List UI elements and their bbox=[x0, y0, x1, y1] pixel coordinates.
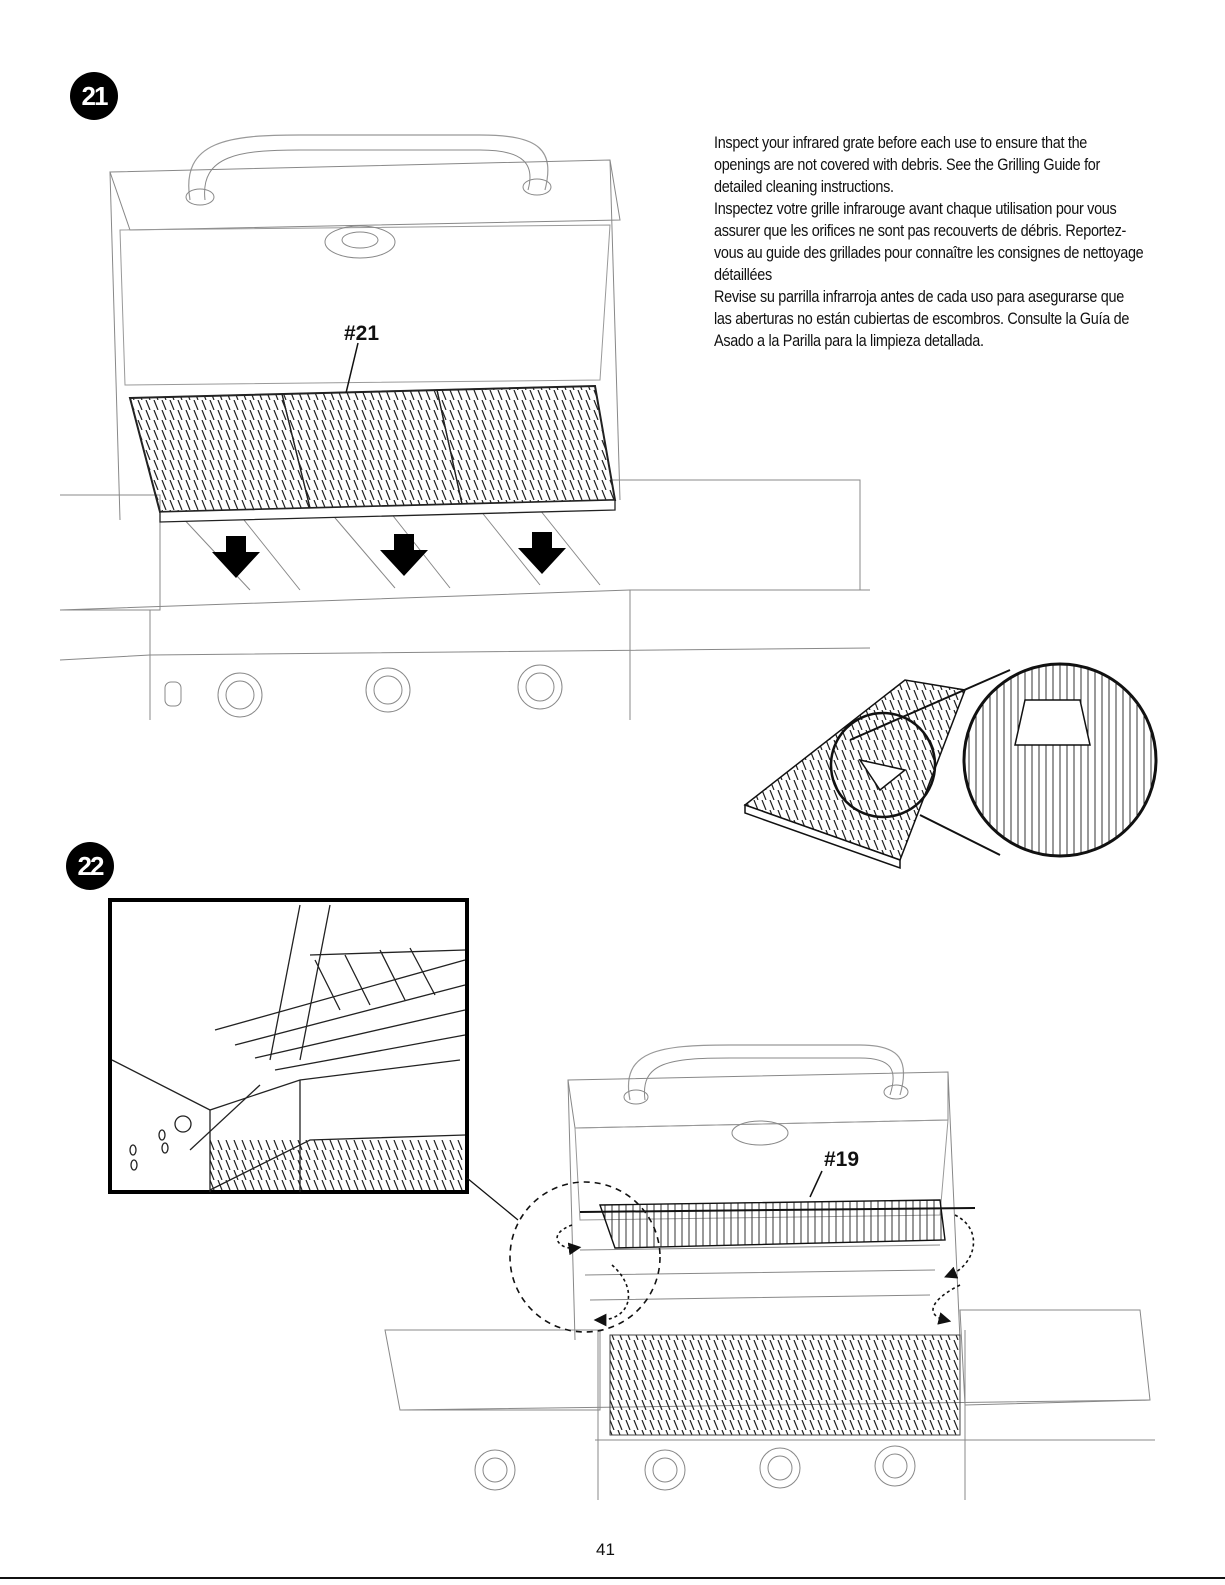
callout-part-19: #19 bbox=[824, 1148, 860, 1171]
warming-rack-19 bbox=[579, 1199, 976, 1249]
down-arrow-icon bbox=[518, 532, 566, 574]
step-22-badge: 22 bbox=[66, 842, 114, 890]
inset-detail-box bbox=[108, 898, 469, 1194]
callout-part-21: #21 bbox=[344, 322, 380, 345]
grill-step21 bbox=[59, 134, 871, 720]
step-21-badge: 21 bbox=[70, 72, 118, 120]
grate-detail-illustration bbox=[743, 662, 1158, 870]
page-number: 41 bbox=[596, 1540, 615, 1559]
instruction-english: Inspect your infrared grate before each … bbox=[714, 134, 1100, 196]
down-arrow-icon bbox=[380, 534, 428, 576]
instruction-french: Inspectez votre grille infrarouge avant … bbox=[714, 200, 1144, 284]
instruction-text: Inspect your infrared grate before each … bbox=[714, 132, 1144, 352]
bottom-rule bbox=[0, 1577, 1225, 1579]
install-motion-guides bbox=[509, 1181, 975, 1333]
infrared-grates-21 bbox=[128, 384, 617, 523]
down-arrows bbox=[212, 532, 566, 578]
down-arrow-icon bbox=[212, 536, 260, 578]
grill-step22 bbox=[384, 1044, 1155, 1500]
callout-19-leader bbox=[809, 1170, 823, 1198]
callout-21-leader bbox=[345, 342, 359, 394]
instruction-spanish: Revise su parrilla infrarroja antes de c… bbox=[714, 288, 1130, 350]
